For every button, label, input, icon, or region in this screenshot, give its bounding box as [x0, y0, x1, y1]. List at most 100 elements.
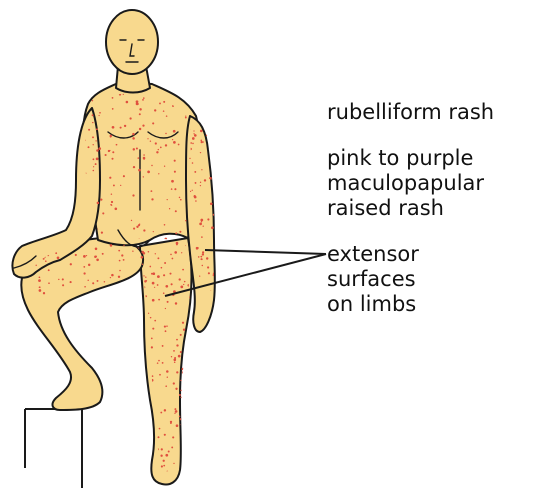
rash-dot	[180, 334, 182, 336]
rash-dot	[120, 185, 121, 186]
rash-dot	[88, 129, 90, 131]
rash-dot	[203, 119, 205, 121]
rash-dot	[75, 254, 77, 256]
rash-dot	[192, 416, 195, 419]
rash-dot	[153, 231, 154, 232]
rash-dot	[171, 180, 174, 183]
rash-dot	[194, 105, 196, 107]
rash-dot	[170, 254, 172, 256]
rash-dot	[188, 366, 191, 369]
rash-dot	[136, 226, 138, 228]
rash-dot	[192, 348, 193, 349]
rash-dot	[156, 151, 158, 153]
rash-dot	[137, 157, 139, 159]
rash-dot	[185, 117, 187, 119]
rash-dot	[164, 409, 166, 411]
rash-dot	[199, 223, 202, 226]
rash-dot	[122, 305, 123, 306]
rash-dot	[215, 170, 217, 172]
rash-dot	[184, 281, 185, 282]
rash-dot	[161, 465, 163, 467]
rash-dot	[136, 147, 138, 149]
rash-dot	[175, 388, 177, 390]
rash-dot	[96, 256, 97, 257]
rash-dot	[152, 299, 155, 302]
rash-dot	[96, 149, 99, 152]
rash-dot	[141, 251, 144, 254]
rash-dot	[197, 247, 199, 249]
rash-dot	[95, 163, 97, 165]
rash-dot	[167, 377, 168, 378]
head	[106, 10, 158, 74]
rash-dot	[200, 185, 201, 186]
rash-dot	[123, 175, 125, 177]
rash-dot	[147, 440, 149, 442]
rash-dot	[163, 274, 165, 276]
rash-dot	[117, 298, 119, 300]
rash-dot	[182, 322, 184, 324]
rash-dot	[164, 224, 166, 226]
rash-dot	[163, 292, 165, 294]
rash-dot	[180, 286, 183, 289]
rash-dot	[201, 221, 202, 222]
rash-dot	[92, 136, 94, 138]
rash-dot	[210, 123, 212, 125]
rash-dot	[190, 191, 191, 192]
rash-dot	[139, 224, 140, 225]
rash-dot	[101, 232, 103, 234]
rash-dot	[200, 130, 203, 133]
rash-dot	[192, 190, 193, 191]
rash-dot	[112, 304, 113, 305]
rash-dot	[165, 133, 166, 134]
rash-dot	[96, 259, 99, 262]
rash-dot	[119, 270, 121, 272]
rash-dot	[138, 422, 140, 424]
rash-dot	[137, 338, 139, 340]
rash-dot	[111, 158, 113, 160]
rash-dot	[175, 232, 177, 234]
rash-dot	[157, 284, 159, 286]
rash-dot	[83, 301, 85, 303]
rash-dot	[48, 282, 50, 284]
rash-dot	[165, 454, 168, 457]
rash-dot	[149, 266, 151, 268]
rash-dot	[58, 279, 59, 280]
rash-dot	[109, 150, 110, 151]
rash-site-label: extensor surfaces on limbs	[327, 242, 419, 317]
rash-dot	[187, 341, 188, 342]
rash-dot	[95, 248, 98, 251]
rash-dot	[157, 257, 159, 259]
rash-dot	[185, 220, 186, 221]
rash-dot	[183, 380, 185, 382]
rash-dot	[160, 147, 162, 149]
rash-dot	[180, 418, 182, 420]
rash-dot	[173, 130, 176, 133]
rash-dot	[175, 302, 177, 304]
rash-dot	[117, 293, 119, 295]
rash-dot	[185, 115, 186, 116]
rash-dot	[57, 256, 60, 259]
rash-dot	[202, 253, 204, 255]
rash-dot	[182, 371, 185, 374]
rash-dot	[111, 193, 112, 194]
rash-dot	[200, 182, 201, 183]
rash-dot	[162, 345, 164, 347]
rash-dot	[154, 109, 156, 111]
rash-dot	[138, 428, 140, 430]
rash-dot	[202, 265, 203, 266]
rash-dot	[86, 255, 87, 256]
rash-dot	[150, 140, 151, 141]
rash-dot	[118, 291, 120, 293]
rash-dot	[166, 115, 168, 117]
rash-dot	[97, 202, 100, 205]
rash-dot	[193, 133, 194, 134]
rash-dot	[157, 362, 159, 364]
rash-dot	[121, 285, 124, 288]
rash-dot	[199, 275, 200, 276]
step-block	[25, 409, 82, 488]
rash-dot	[132, 133, 134, 135]
rash-dot	[189, 367, 191, 369]
rash-dot	[145, 418, 147, 420]
rash-dot	[158, 149, 159, 150]
rash-dot	[91, 92, 93, 94]
